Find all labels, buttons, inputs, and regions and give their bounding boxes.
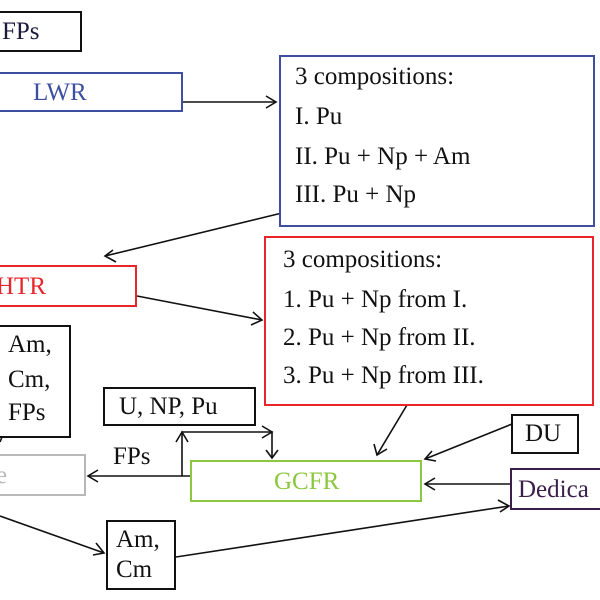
dedicated-label: Dedica (518, 476, 589, 503)
arrow-storage-to-am-cm (0, 515, 105, 554)
gcfr-label: GCFR (274, 468, 340, 495)
arrowhead (497, 499, 511, 513)
u-np-pu-label: U, NP, Pu (119, 393, 218, 420)
htr-box: HTR (0, 265, 137, 307)
htr-compositions-box: 3 compositions: 1. Pu + Np from I. 2. Pu… (264, 236, 594, 406)
arrowhead (103, 249, 117, 263)
lwr-compositions-title: 3 compositions: (295, 63, 455, 90)
htr-composition-item: 3. Pu + Np from III. (283, 362, 484, 389)
fps-edge-label: FPs (113, 443, 151, 470)
am-cm-fps-line: Am, (8, 331, 52, 358)
arrowhead (265, 449, 279, 460)
htr-composition-item: 1. Pu + Np from I. (283, 286, 468, 313)
arrowhead (175, 430, 189, 443)
lwr-composition-item: I. Pu (295, 103, 343, 130)
arrow-lwr-compositions-to-htr (104, 212, 283, 257)
fps-top-box: FPs (0, 11, 82, 52)
storage-box: e (0, 454, 86, 496)
lwr-box: LWR (0, 72, 183, 112)
du-label: DU (525, 420, 562, 447)
arrowhead (261, 425, 274, 439)
arrowhead (92, 542, 106, 556)
htr-composition-item: 2. Pu + Np from II. (283, 324, 476, 351)
lwr-composition-item: III. Pu + Np (295, 181, 417, 208)
am-cm-fps-box: Am, Cm, FPs (0, 325, 71, 438)
am-cm-line: Cm (116, 556, 153, 583)
dedicated-box: Dedica (510, 468, 600, 510)
arrow-gcfr-recycle-loop (181, 431, 273, 476)
storage-label: e (0, 462, 8, 489)
arrow-htr-to-compositions (136, 295, 263, 321)
arrow-du-to-gcfr (424, 423, 513, 460)
arrowhead (265, 95, 278, 109)
u-np-pu-box: U, NP, Pu (103, 387, 256, 426)
arrowhead (86, 469, 99, 483)
am-cm-fps-line: FPs (8, 399, 46, 426)
htr-compositions-title: 3 compositions: (283, 246, 443, 273)
du-box: DU (511, 414, 579, 454)
arrowhead (423, 450, 437, 462)
am-cm-line: Am, (116, 526, 160, 553)
arrowhead (373, 443, 388, 457)
arrowhead (423, 477, 436, 491)
am-cm-fps-line: Cm, (8, 366, 51, 393)
arrow-htr-compositions-to-gcfr (376, 404, 408, 456)
lwr-compositions-box: 3 compositions: I. Pu II. Pu + Np + Am I… (279, 55, 595, 227)
arrowhead (250, 311, 264, 326)
fps-top-label: FPs (2, 18, 40, 45)
arrow-am-cm-to-dedicated (175, 505, 510, 558)
lwr-label: LWR (33, 79, 87, 106)
gcfr-box: GCFR (190, 460, 422, 502)
am-cm-box: Am, Cm (106, 520, 176, 590)
htr-label: HTR (0, 273, 46, 300)
lwr-composition-item: II. Pu + Np + Am (295, 143, 471, 170)
